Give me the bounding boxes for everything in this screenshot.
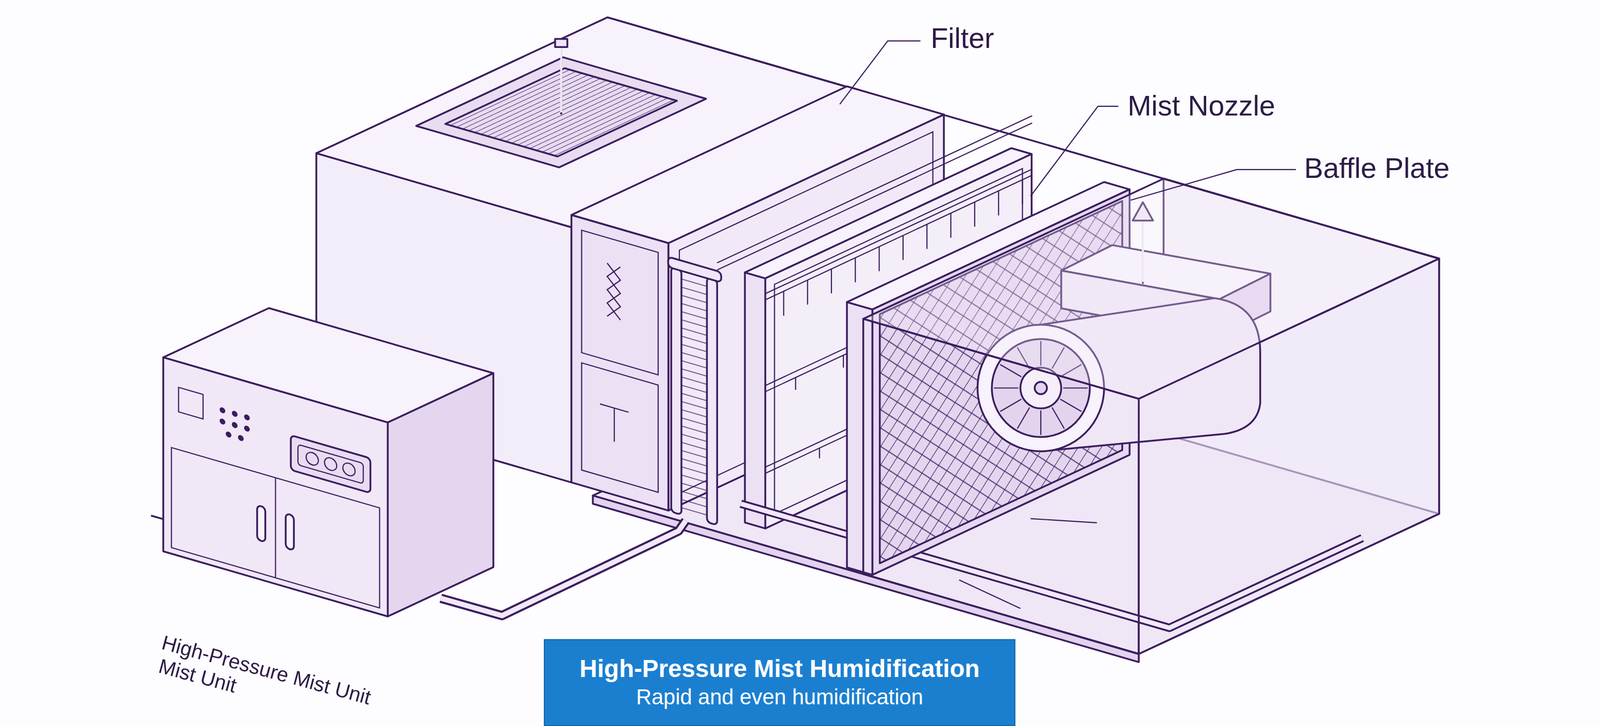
filter-panel — [581, 362, 658, 493]
fan-axle — [1034, 381, 1047, 395]
part-label: Baffle Plate — [1304, 153, 1450, 185]
enclosure-top-outline — [863, 178, 1440, 399]
leader-line — [1130, 169, 1296, 200]
filter-panel — [581, 229, 658, 375]
cabinet-dot — [219, 406, 226, 414]
filter-mark — [600, 403, 629, 446]
intake-pipe-core — [560, 46, 563, 113]
cabinet-dot — [219, 417, 226, 425]
part-label: Mist Nozzle — [1127, 90, 1275, 123]
banner-heading: High-Pressure Mist Humidification — [579, 653, 980, 685]
cabinet-dot — [231, 421, 238, 429]
manifold-pipe — [671, 267, 682, 515]
cabinet-dot — [225, 430, 232, 439]
cabinet-door-split — [274, 477, 276, 578]
cabinet-display-window — [297, 444, 364, 484]
cabinet-dot — [231, 409, 238, 418]
intake-cap — [555, 38, 568, 47]
manifold-rungs — [681, 276, 707, 518]
manifold-pipe — [706, 277, 718, 526]
cabinet-side — [387, 373, 494, 617]
cabinet-handle — [285, 513, 294, 551]
nozzle-frame-front — [744, 272, 766, 528]
drain-pipe-core — [740, 503, 1363, 628]
enclosure-top — [863, 178, 1440, 399]
manifold-elbow — [668, 256, 722, 283]
cabinet-side-face — [387, 373, 494, 617]
baffle-front — [846, 302, 873, 575]
leader-line — [839, 40, 921, 105]
manifold — [668, 256, 722, 527]
baffle-edge — [846, 302, 873, 575]
cabinet-handle — [257, 505, 266, 543]
leader-line — [1030, 106, 1119, 196]
filter-mark — [607, 262, 621, 320]
filter-front — [571, 214, 669, 511]
drain-pipe — [740, 503, 1363, 628]
cabinet-indicator — [178, 387, 204, 419]
cabinet-gauge — [342, 461, 356, 478]
caption-banner: High-Pressure Mist HumidificationRapid a… — [543, 639, 1016, 726]
cabinet-display — [290, 435, 371, 493]
cabinet-dot — [244, 424, 250, 432]
banner-subheading: Rapid and even humidification — [636, 684, 924, 712]
nozzle-frame-edge — [744, 272, 766, 528]
cabinet-front-face — [163, 357, 389, 616]
cabinet-dot — [238, 434, 244, 442]
cabinet-gauge — [306, 450, 319, 467]
floor-mark — [959, 518, 1097, 609]
cabinet-dot — [244, 413, 250, 421]
part-label: Filter — [930, 23, 994, 56]
cabinet-gauge — [324, 456, 338, 473]
filter-front-face — [571, 214, 669, 511]
cabinet-doors — [171, 447, 380, 608]
cabinet-front — [163, 357, 389, 616]
intake-pipe — [560, 44, 563, 115]
